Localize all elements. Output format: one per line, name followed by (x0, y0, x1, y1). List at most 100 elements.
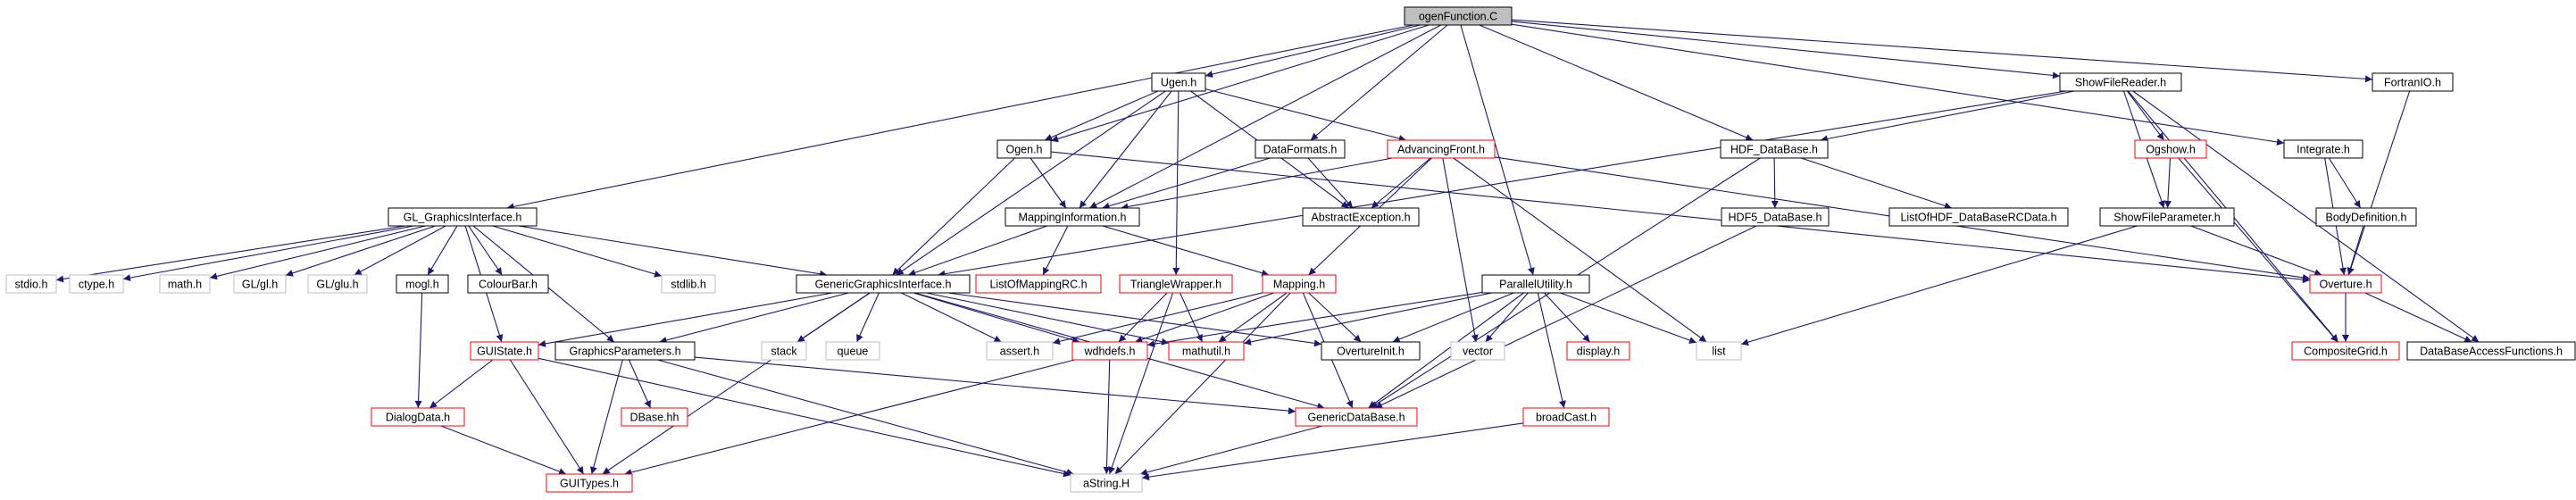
file-nodes: ogenFunction.C Ugen.h ShowFileReader.h Fort… (5, 6, 2576, 493)
edge-showfilereader_h-to-hdf_database_h (1820, 90, 2075, 143)
node-databaseaccess-h[interactable]: DataBaseAccessFunctions.h (2406, 341, 2576, 361)
node-box (1262, 274, 1337, 294)
edge-guistate_h-to-guitypes_h (509, 359, 585, 475)
node-mappinginformation-h[interactable]: MappingInformation.h (1005, 207, 1140, 227)
edge-genericdatabase_h-to-astring_h (1139, 425, 1323, 476)
node-label: ListOfHDF_DataBaseRCData.h (1900, 212, 2056, 224)
node-advancingfront-h[interactable]: AdvancingFront.h (1387, 139, 1496, 159)
edge-advancingfront_h-to-abstractexception_h (1371, 157, 1431, 209)
node-fortranio-h[interactable]: FortranIO.h (2372, 72, 2454, 92)
node-stdio-h: stdio.h (5, 274, 57, 294)
node-stack: stack (761, 341, 807, 361)
node-box (69, 274, 124, 294)
node-label: queue (838, 346, 869, 358)
node-label: Ogshow.h (2146, 144, 2196, 156)
node-label: ListOfMappingRC.h (989, 279, 1087, 291)
node-ogshow-h[interactable]: Ogshow.h (2134, 139, 2207, 159)
node-box (388, 207, 538, 227)
node-ggi-h[interactable]: GenericGraphicsInterface.h (796, 274, 971, 294)
node-box (371, 407, 465, 427)
edge-ugen_h-to-mappinginformation_h (1079, 90, 1172, 209)
dependency-edges (55, 19, 2480, 481)
node-dialogdata-h[interactable]: DialogData.h (371, 407, 465, 427)
node-hdf-database-h[interactable]: HDF_DataBase.h (1720, 139, 1829, 159)
node-box (5, 274, 57, 294)
node-mapping-h[interactable]: Mapping.h (1262, 274, 1337, 294)
edge-parallelutility_h-to-display_h (1543, 292, 1591, 343)
node-display-h[interactable]: display.h (1566, 341, 1630, 361)
node-label: ctype.h (79, 279, 114, 291)
edge-mapping_h-to-mathutil_h (1218, 292, 1288, 343)
node-box (1119, 274, 1233, 294)
edge-ogen_c-to-hdf_database_h (1479, 24, 1754, 141)
node-label: aString.H (1083, 478, 1130, 490)
node-trianglewrapper-h[interactable]: TriangleWrapper.h (1119, 274, 1233, 294)
node-compositegrid-h[interactable]: CompositeGrid.h (2291, 341, 2400, 361)
edge-gl_graphicsinterface_h-to-colourbar_h (468, 225, 503, 276)
node-box (1721, 207, 1830, 227)
edge-ogen_h-to-overture_h (1050, 151, 2311, 284)
edge-ggi_h-to-wdhdefs_h (913, 292, 1080, 344)
node-box (1888, 207, 2069, 227)
node-guitypes-h[interactable]: GUITypes.h (546, 473, 633, 493)
node-dbase-hh[interactable]: DBase.hh (621, 407, 688, 427)
node-broadcast-h[interactable]: broadCast.h (1522, 407, 1610, 427)
node-box (1566, 341, 1630, 361)
node-ogen-h[interactable]: Ogen.h (996, 139, 1052, 159)
node-label: vector (1463, 346, 1493, 358)
node-showfileparameter-h[interactable]: ShowFileParameter.h (2099, 207, 2235, 227)
node-box (1005, 207, 1140, 227)
node-label: GUIState.h (477, 346, 532, 358)
node-abstractexception-h[interactable]: AbstractException.h (1302, 207, 1420, 227)
node-hdf5-database-h[interactable]: HDF5_DataBase.h (1721, 207, 1830, 227)
node-label: Integrate.h (2297, 144, 2350, 156)
node-overture-h[interactable]: Overture.h (2309, 274, 2382, 294)
edge-guistate_h-to-astring_h (538, 357, 1071, 478)
node-box (467, 274, 549, 294)
node-box (2059, 72, 2182, 92)
node-integrate-h[interactable]: Integrate.h (2283, 139, 2363, 159)
edge-mapping_h-to-assert_h (1052, 292, 1263, 346)
node-label: mathutil.h (1182, 346, 1230, 358)
node-box (975, 274, 1102, 294)
edge-parallelutility_h-to-vector (1485, 292, 1529, 343)
node-label: ParallelUtility.h (1499, 279, 1572, 291)
edge-mapping_h-to-wdhdefs_h (1135, 292, 1274, 344)
edge-mappinginformation_h-to-listofmappingrc_h (1042, 225, 1069, 276)
node-overtureinit-h[interactable]: OvertureInit.h (1321, 341, 1421, 361)
edge-ogen_h-to-ggi_h (892, 157, 1015, 276)
node-label: OvertureInit.h (1337, 346, 1405, 358)
node-box (1151, 72, 1206, 92)
node-mogl-h[interactable]: mogl.h (396, 274, 449, 294)
node-box (1070, 473, 1143, 493)
node-box (2134, 139, 2207, 159)
edge-gl_graphicsinterface_h-to-stdlib_h (492, 225, 663, 278)
node-parallelutility-h[interactable]: ParallelUtility.h (1481, 274, 1590, 294)
node-ogen-c[interactable]: ogenFunction.C (1404, 6, 1513, 26)
edge-fortranio_h-to-overture_h (2347, 90, 2411, 276)
node-genericdatabase-h[interactable]: GenericDataBase.h (1295, 407, 1418, 427)
node-listofmappingrc-h[interactable]: ListOfMappingRC.h (975, 274, 1102, 294)
edge-ogshow_h-to-showfileparameter_h (2163, 157, 2172, 209)
node-box (796, 274, 971, 294)
node-guistate-h[interactable]: GUIState.h (470, 341, 539, 361)
node-ugen-h[interactable]: Ugen.h (1151, 72, 1206, 92)
edge-showfilereader_h-to-ggi_h (938, 90, 2066, 278)
node-showfilereader-h[interactable]: ShowFileReader.h (2059, 72, 2182, 92)
node-dataformats-h[interactable]: DataFormats.h (1255, 139, 1346, 159)
node-graphicsparameters-h[interactable]: GraphicsParameters.h (554, 341, 696, 361)
node-gl-graphicsinterface-h[interactable]: GL_GraphicsInterface.h (388, 207, 538, 227)
node-listofhdf-h[interactable]: ListOfHDF_DataBaseRCData.h (1888, 207, 2069, 227)
node-label: Ugen.h (1161, 77, 1196, 89)
edge-parallelutility_h-to-genericdatabase_h (1368, 292, 1524, 409)
node-bodydefinition-h[interactable]: BodyDefinition.h (2315, 207, 2417, 227)
node-colourbar-h[interactable]: ColourBar.h (467, 274, 549, 294)
node-ctype-h: ctype.h (69, 274, 124, 294)
edge-ogen_c-to-showfilereader_h (1511, 21, 2061, 79)
edge-gl_graphicsinterface_h-to-ggi_h (518, 225, 828, 278)
node-box (1696, 341, 1742, 361)
node-wdhdefs-h[interactable]: wdhdefs.h (1071, 341, 1148, 361)
edge-graphicsparameters_h-to-dbase_hh (628, 359, 652, 409)
node-mathutil-h[interactable]: mathutil.h (1168, 341, 1245, 361)
edge-graphicsparameters_h-to-guitypes_h (589, 359, 623, 475)
